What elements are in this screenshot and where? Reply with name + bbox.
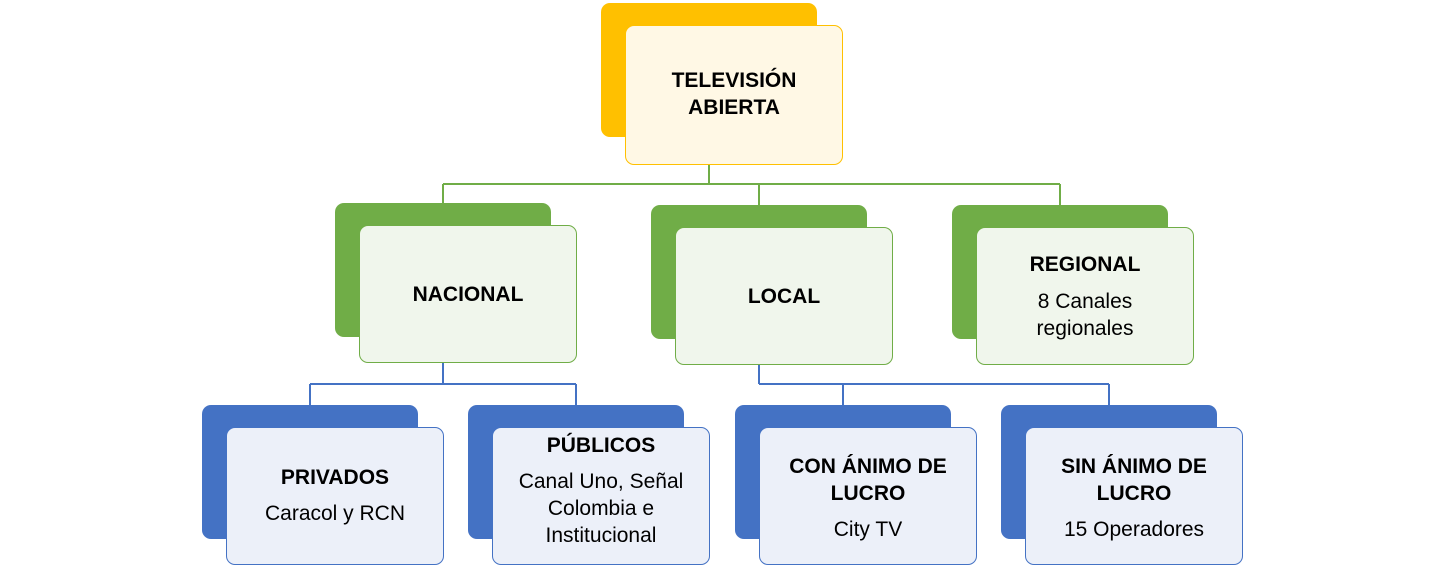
- node-text: PRIVADOS Caracol y RCN: [226, 419, 444, 571]
- node-subtitle: 8 Canales regionales: [1036, 289, 1134, 340]
- node-card: [759, 427, 977, 565]
- node-title: REGIONAL: [1029, 252, 1141, 276]
- node-card: [359, 225, 577, 363]
- node-title: PRIVADOS: [280, 465, 390, 489]
- node-subtitle: 15 Operadores: [1063, 518, 1205, 541]
- node-card: [226, 427, 444, 565]
- node-title: TELEVISIÓN ABIERTA: [671, 69, 797, 119]
- node-title: NACIONAL: [412, 282, 524, 306]
- node-card: [625, 25, 843, 165]
- node-text: LOCAL: [675, 205, 893, 387]
- node-title: CON ÁNIMO DE LUCRO: [789, 455, 947, 505]
- node-card: [675, 227, 893, 365]
- node-text: SIN ÁNIMO DE LUCRO 15 Operadores: [1025, 413, 1243, 573]
- node-text: CON ÁNIMO DE LUCRO City TV: [759, 413, 977, 573]
- node-title: PÚBLICOS: [546, 433, 656, 457]
- node-subtitle: Canal Uno, Señal Colombia e Instituciona…: [518, 469, 684, 547]
- node-card: [976, 227, 1194, 365]
- node-text: TELEVISIÓN ABIERTA: [625, 3, 843, 185]
- node-subtitle: City TV: [833, 518, 903, 541]
- node-card: [492, 427, 710, 565]
- node-title: LOCAL: [747, 284, 821, 308]
- node-text: REGIONAL 8 Canales regionales: [976, 205, 1194, 387]
- node-title: SIN ÁNIMO DE LUCRO: [1061, 455, 1207, 505]
- node-subtitle: Caracol y RCN: [264, 501, 406, 525]
- node-text: NACIONAL: [359, 203, 577, 385]
- node-card: [1025, 427, 1243, 565]
- node-text: PÚBLICOS Canal Uno, Señal Colombia e Ins…: [492, 405, 710, 573]
